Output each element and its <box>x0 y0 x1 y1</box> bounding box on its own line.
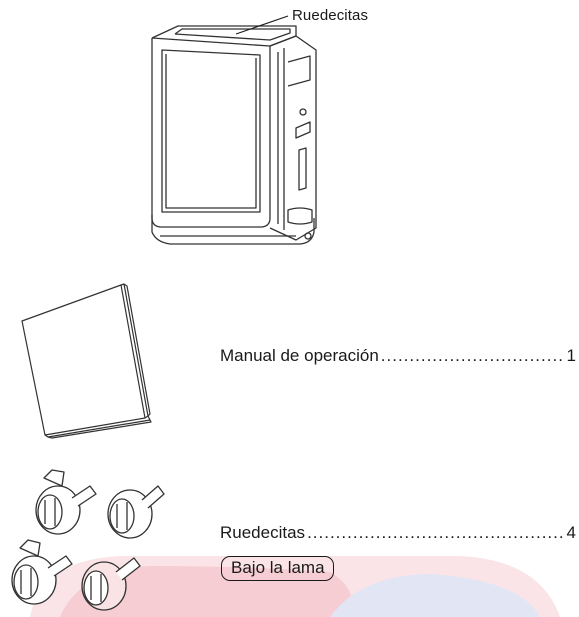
manual-booklet-illustration <box>21 283 152 439</box>
item-quantity: 1 <box>566 346 576 365</box>
item-quantity: 4 <box>566 523 576 542</box>
caster-1 <box>35 469 97 535</box>
item-name: Manual de operación <box>220 346 379 365</box>
item-manual: Manual de operación ....................… <box>220 346 576 366</box>
location-note: Bajo la lama <box>221 556 334 581</box>
watermark-arc <box>30 556 560 617</box>
caster-2 <box>107 485 165 539</box>
item-name: Ruedecitas <box>220 523 306 542</box>
dot-leader: ........................................… <box>380 346 564 365</box>
dot-leader: ........................................… <box>307 523 564 542</box>
air-purifier-illustration <box>151 15 317 245</box>
caster-3 <box>11 539 73 605</box>
casters-callout-label: Ruedecitas <box>292 7 369 24</box>
casters-illustration <box>11 469 165 611</box>
caster-4 <box>81 557 141 611</box>
item-casters: Ruedecitas .............................… <box>220 523 576 543</box>
